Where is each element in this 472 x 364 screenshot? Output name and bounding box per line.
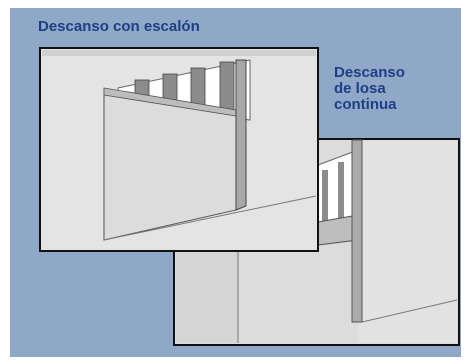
continuous-baluster [338,162,344,225]
stepped-baluster [219,61,235,115]
stepped-landing-figure [39,47,319,252]
continuous-right-wall [358,141,457,343]
continuous-label-line: continua [334,96,397,113]
continuous-landing-label: Descanso de losa continua [334,65,405,113]
continuous-label-line: Descanso [334,64,405,81]
continuous-slab-edge [351,139,363,323]
stepped-ceiling-band [42,50,316,56]
stepped-landing-label: Descanso con escalón [38,18,200,35]
stepped-floor-line [103,195,317,241]
stepped-post [235,59,247,211]
continuous-floor-line [361,299,458,323]
continuous-baluster [322,170,328,225]
continuous-label-line: de losa [334,80,386,97]
